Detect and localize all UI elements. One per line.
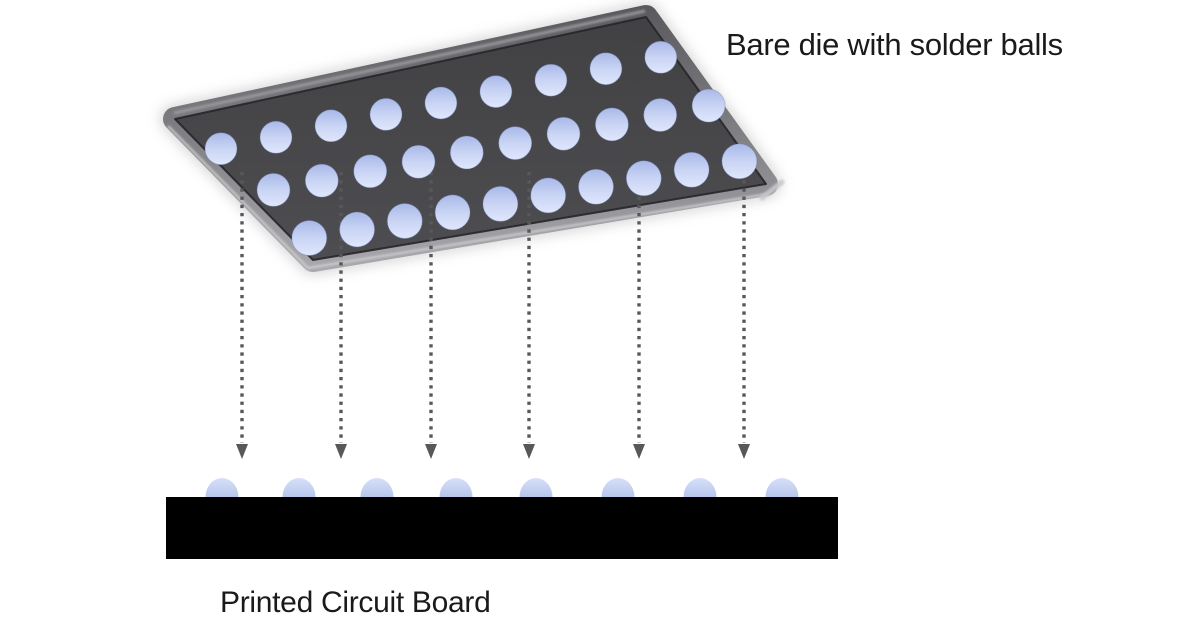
drop-arrow	[335, 172, 347, 459]
drop-arrow	[523, 172, 535, 459]
solder-ball	[691, 88, 726, 123]
pcb-pad	[519, 478, 553, 497]
pcb-pad	[439, 478, 473, 497]
arrow-head	[236, 444, 248, 459]
pcb-pad	[765, 478, 799, 497]
solder-ball	[673, 151, 710, 188]
solder-ball	[304, 163, 339, 198]
pcb-pad	[683, 478, 717, 497]
pcb-pad	[205, 478, 239, 497]
solder-ball	[401, 144, 436, 179]
pcb-pad	[601, 478, 635, 497]
drop-arrow	[633, 172, 645, 459]
die-corner-highlight	[759, 179, 785, 201]
solder-ball	[498, 126, 533, 161]
solder-ball	[434, 194, 471, 231]
die-solder-balls	[204, 40, 758, 256]
solder-ball	[482, 185, 519, 222]
solder-ball	[534, 63, 568, 97]
die-label: Bare die with solder balls	[726, 27, 1063, 62]
arrow-head	[738, 444, 750, 459]
solder-ball	[530, 177, 567, 214]
solder-ball	[424, 86, 458, 120]
solder-ball	[291, 220, 328, 256]
die-edge-highlight	[173, 9, 646, 115]
solder-ball	[339, 211, 376, 248]
solder-ball	[625, 160, 662, 197]
solder-ball	[594, 107, 629, 142]
solder-ball	[204, 132, 238, 166]
pcb-pad	[282, 478, 316, 497]
pcb-pad	[360, 478, 394, 497]
pcb-pads	[205, 478, 799, 497]
solder-ball	[479, 75, 513, 109]
arrow-head	[523, 444, 535, 459]
die-face-outline	[174, 16, 767, 261]
arrow-head	[633, 444, 645, 459]
solder-ball	[578, 168, 614, 205]
drop-arrow	[236, 172, 248, 459]
solder-ball	[256, 172, 291, 207]
drop-arrow	[425, 172, 437, 459]
pcb-board	[166, 497, 838, 559]
assembly-arrows	[236, 172, 750, 459]
solder-ball	[386, 203, 423, 239]
solder-ball	[314, 109, 348, 143]
arrow-head	[335, 444, 347, 459]
arrow-head	[425, 444, 437, 459]
solder-ball	[449, 135, 484, 170]
solder-ball	[644, 40, 678, 74]
solder-ball	[353, 154, 388, 189]
pcb-label: Printed Circuit Board	[220, 586, 491, 619]
solder-ball	[589, 52, 623, 86]
solder-ball	[643, 98, 678, 132]
solder-ball	[546, 116, 581, 151]
solder-ball	[721, 143, 758, 180]
die-lip-highlight	[167, 125, 769, 270]
drop-arrow	[738, 172, 750, 459]
solder-ball	[259, 120, 293, 154]
solder-ball	[369, 97, 403, 131]
